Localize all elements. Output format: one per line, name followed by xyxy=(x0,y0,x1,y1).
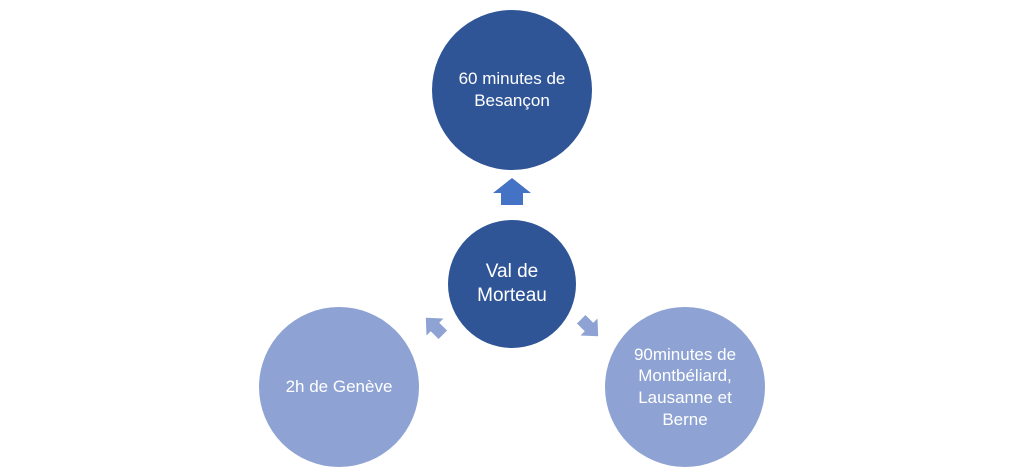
arrow-down-left xyxy=(425,317,448,340)
node-besancon: 60 minutes de Besançon xyxy=(432,10,592,170)
node-montbeliard-lausanne-berne: 90minutes de Montbéliard, Lausanne et Be… xyxy=(605,307,765,467)
node-geneve: 2h de Genève xyxy=(259,307,419,467)
arrow-down-right xyxy=(576,314,599,337)
node-right-label: 90minutes de Montbéliard, Lausanne et Be… xyxy=(633,344,737,429)
arrow-up xyxy=(493,178,531,205)
node-besancon-label: 60 minutes de Besançon xyxy=(458,69,566,110)
node-geneve-label: 2h de Genève xyxy=(285,377,393,397)
node-center-label: Val de Morteau xyxy=(477,260,547,306)
node-val-de-morteau: Val de Morteau xyxy=(448,220,576,348)
